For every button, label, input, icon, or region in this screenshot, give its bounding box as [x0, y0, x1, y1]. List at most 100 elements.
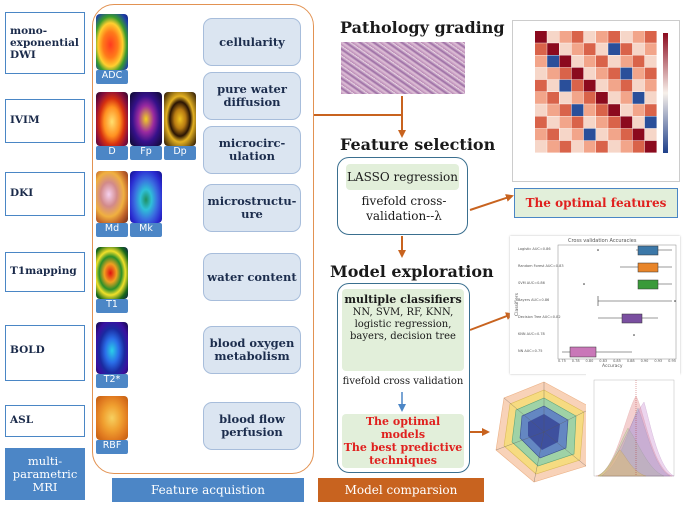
- lasso-body: fivefold cross-validation--λ: [361, 194, 447, 223]
- tick-6: 0.90: [640, 359, 649, 363]
- rbf-tag: RBF: [96, 440, 128, 454]
- md-map: [96, 171, 128, 223]
- heatmap-cell: [620, 116, 633, 129]
- heatmap-cell: [608, 104, 620, 116]
- heatmap-cell: [559, 43, 572, 55]
- classifiers-panel: multiple classifiers NN, SVM, RF, KNN, l…: [342, 289, 464, 371]
- property-cellularity: cellularity: [203, 18, 301, 66]
- box-svm: [637, 279, 659, 290]
- heatmap-cell: [608, 43, 620, 55]
- boxplot-svg: [557, 244, 677, 360]
- dp-map: [164, 92, 196, 146]
- modality-label-ivim: IVIM: [5, 99, 85, 143]
- heatmap-cell: [559, 79, 572, 92]
- heatmap-cell: [547, 43, 559, 55]
- heatmap-cell: [644, 31, 657, 43]
- heatmap-cell: [547, 128, 559, 141]
- tick-0: 0.75: [558, 359, 566, 363]
- heatmap-cell: [571, 140, 584, 153]
- heatmap-cell: [644, 128, 657, 141]
- heatmap-cell: [608, 128, 620, 141]
- density-plot: [586, 372, 680, 486]
- boxplot-row-4: Decision Tree AUC=0.82: [518, 315, 561, 319]
- heatmap-cell: [559, 116, 572, 129]
- boxplot-row-6: NN AUC=0.75: [518, 349, 543, 353]
- tick-8: 0.95: [668, 359, 676, 363]
- heatmap-cell: [644, 92, 657, 104]
- heatmap-cell: [571, 43, 584, 55]
- heatmap-cell: [547, 140, 559, 153]
- heatmap-cell: [620, 140, 633, 153]
- modality-label-t1mapping: T1mapping: [5, 252, 85, 292]
- heatmap-cell: [535, 140, 547, 153]
- heatmap-cell: [620, 79, 633, 92]
- heatmap-cell: [644, 79, 657, 92]
- heatmap-cell: [620, 104, 633, 116]
- heatmap-cell: [632, 31, 645, 43]
- heatmap-cell: [632, 140, 645, 153]
- heatmap-cell: [608, 55, 620, 68]
- heatmap-cell: [535, 67, 547, 80]
- heatmap-cell: [535, 104, 547, 116]
- radar-chart: [495, 381, 593, 483]
- heatmap-cell: [559, 92, 572, 104]
- model-comparison-bar: Model comparsion: [318, 478, 484, 502]
- boxplot-xlabel: Accuracy: [602, 364, 623, 369]
- heatmap-cell: [608, 140, 620, 153]
- heatmap-cell: [596, 43, 608, 55]
- mk-tag: Mk: [130, 223, 162, 237]
- heatmap-cell: [608, 92, 620, 104]
- heatmap-cell: [583, 55, 596, 68]
- property-pure-water-diffusion: pure water diffusion: [203, 72, 301, 120]
- heatmap-cell: [547, 31, 559, 43]
- t1-tag: T1: [96, 299, 128, 313]
- pathology-title: Pathology grading: [340, 18, 505, 37]
- modality-label-bold: BOLD: [5, 325, 85, 381]
- optimal-features-label: The optimal features: [525, 196, 667, 210]
- boxplot-ticks: 0.75 0.78 0.80 0.83 0.85 0.88 0.90 0.93 …: [558, 359, 676, 363]
- boxplot-chart: Cross validation Accuracies Classifiers …: [510, 236, 680, 374]
- heatmap-cell: [571, 92, 584, 104]
- lasso-box: [337, 157, 468, 235]
- t1-map: [96, 247, 128, 299]
- classifiers-box: [337, 283, 470, 473]
- heatmap-cell: [632, 104, 645, 116]
- box-dt: [621, 313, 643, 324]
- heatmap-cell: [596, 104, 608, 116]
- heatmap-cell: [632, 79, 645, 92]
- modality-label-dki: DKI: [5, 172, 85, 216]
- property-blood-flow-perfusion: blood flow perfusion: [203, 402, 301, 450]
- tick-2: 0.80: [585, 359, 594, 363]
- modality-label-dwi: mono-exponential DWI: [5, 12, 85, 74]
- heatmap-cell: [644, 140, 657, 153]
- boxplot-row-5: KNN AUC=0.78: [518, 332, 545, 336]
- results-panel: The optimal models The best predictive t…: [342, 414, 464, 468]
- mk-map: [130, 171, 162, 223]
- heatmap-cell: [535, 128, 547, 141]
- mri-label: multi-parametric MRI: [5, 448, 85, 500]
- correlation-heatmap: [512, 20, 680, 182]
- boxplot-title: Cross validation Accuracies: [568, 238, 637, 244]
- heatmap-cell: [644, 55, 657, 68]
- adc-map: [96, 14, 128, 70]
- heatmap-cell: [596, 116, 608, 129]
- heatmap-cell: [547, 92, 559, 104]
- adc-tag: ADC: [96, 70, 128, 84]
- heatmap-cell: [620, 67, 633, 80]
- heatmap-cell: [559, 140, 572, 153]
- property-microstructure: microstructu-ure: [203, 184, 301, 232]
- heatmap-cell: [583, 31, 596, 43]
- heatmap-cell: [559, 67, 572, 80]
- heatmap-cell: [644, 116, 657, 129]
- heatmap-cell: [571, 104, 584, 116]
- classifiers-cv: fivefold cross validation: [342, 376, 464, 387]
- heatmap-cell: [547, 55, 559, 68]
- heatmap-cell: [583, 116, 596, 129]
- heatmap-cell: [571, 116, 584, 129]
- heatmap-cell: [620, 92, 633, 104]
- heatmap-cell: [596, 128, 608, 141]
- heatmap-cell: [632, 92, 645, 104]
- heatmap-cell: [535, 92, 547, 104]
- md-tag: Md: [96, 223, 128, 237]
- heatmap-cell: [632, 67, 645, 80]
